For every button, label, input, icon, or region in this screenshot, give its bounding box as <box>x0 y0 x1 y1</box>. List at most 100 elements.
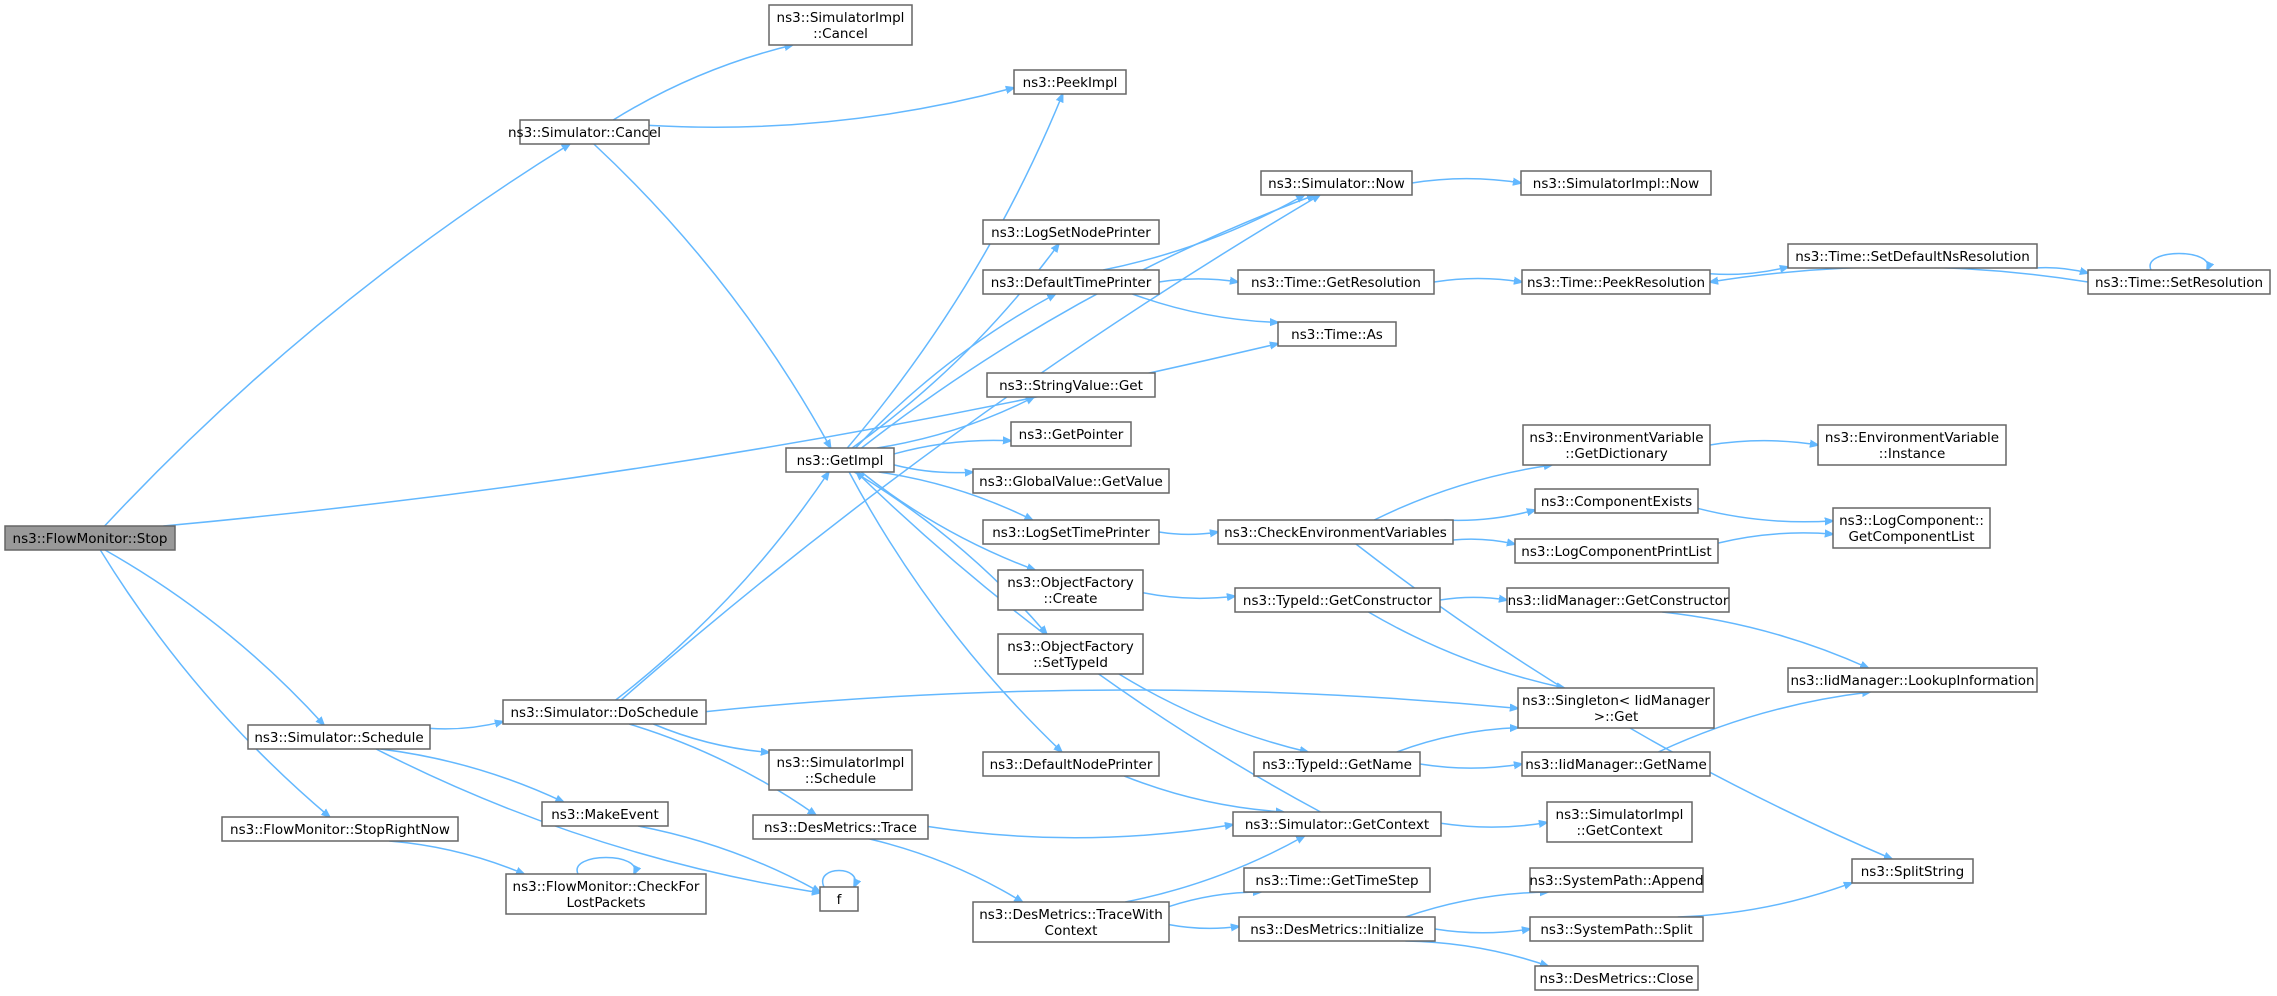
node-simimpl_schedule[interactable]: ns3::SimulatorImpl::Schedule <box>768 749 913 791</box>
node-time_setdefault[interactable]: ns3::Time::SetDefaultNsResolution <box>1787 243 2038 269</box>
edge-sim_schedule-to-makeevent <box>380 748 563 802</box>
node-stringvalue_get[interactable]: ns3::StringValue::Get <box>986 372 1156 398</box>
node-label-time_as-0: ns3::Time::As <box>1291 327 1383 343</box>
node-iidmgr_lookup[interactable]: ns3::IidManager::LookupInformation <box>1787 667 2038 693</box>
edge-stoprightnow-to-checkforlost <box>389 840 524 874</box>
node-objfactory_create[interactable]: ns3::ObjectFactory::Create <box>997 569 1144 611</box>
edge-time_setres-to-time_peekres <box>1710 266 2089 282</box>
node-box-logsettimeprinter <box>982 519 1160 545</box>
node-box-simimpl_now <box>1520 170 1712 196</box>
edge-getimpl-to-globalvalue_get <box>893 464 973 473</box>
edge-getimpl-to-stringvalue_get <box>876 397 1034 449</box>
node-simimpl_cancel[interactable]: ns3::SimulatorImpl::Cancel <box>768 4 913 46</box>
node-cancel[interactable]: ns3::Simulator::Cancel <box>508 119 661 145</box>
node-singleton_get[interactable]: ns3::Singleton< IidManager>::Get <box>1517 687 1715 729</box>
node-box-stop <box>4 525 176 551</box>
node-desmetrics_close[interactable]: ns3::DesMetrics::Close <box>1534 965 1699 991</box>
node-time_setres[interactable]: ns3::Time::SetResolution <box>2087 269 2271 295</box>
node-envvar_getdict[interactable]: ns3::EnvironmentVariable::GetDictionary <box>1522 424 1711 466</box>
node-desmetrics_init[interactable]: ns3::DesMetrics::Initialize <box>1238 916 1436 942</box>
node-box-time_as <box>1277 321 1397 347</box>
node-box-iidmgr_getname <box>1521 751 1711 777</box>
node-label-getpointer-0: ns3::GetPointer <box>1019 427 1124 443</box>
node-logsettimeprinter[interactable]: ns3::LogSetTimePrinter <box>982 519 1160 545</box>
node-objfactory_settypeid[interactable]: ns3::ObjectFactory::SetTypeId <box>997 633 1144 675</box>
edge-iidmgr_getctor-to-iidmgr_lookup <box>1662 611 1868 668</box>
node-box-checkenv <box>1217 519 1454 545</box>
node-box-simimpl_cancel <box>768 4 913 46</box>
node-systempath_append[interactable]: ns3::SystemPath::Append <box>1529 867 1704 893</box>
node-label-getimpl-0: ns3::GetImpl <box>797 453 884 469</box>
node-box-checkforlost <box>505 873 707 915</box>
node-checkenv[interactable]: ns3::CheckEnvironmentVariables <box>1217 519 1454 545</box>
node-getpointer[interactable]: ns3::GetPointer <box>1010 421 1132 447</box>
node-sim_getcontext[interactable]: ns3::Simulator::GetContext <box>1232 811 1442 837</box>
node-peekimpl[interactable]: ns3::PeekImpl <box>1013 69 1127 95</box>
node-typeid_getctor[interactable]: ns3::TypeId::GetConstructor <box>1234 587 1441 613</box>
node-lognodeprinter[interactable]: ns3::LogSetNodePrinter <box>982 219 1160 245</box>
node-box-objfactory_settypeid <box>997 633 1144 675</box>
edge-sim_now-to-simimpl_now <box>1411 179 1521 183</box>
node-label-sim_doschedule-0: ns3::Simulator::DoSchedule <box>511 705 699 721</box>
node-defaultnodeprinter[interactable]: ns3::DefaultNodePrinter <box>982 751 1160 777</box>
node-systempath_split[interactable]: ns3::SystemPath::Split <box>1529 916 1704 942</box>
edge-stop-to-sim_schedule <box>104 549 324 725</box>
node-desmetrics_trace[interactable]: ns3::DesMetrics::Trace <box>752 814 929 840</box>
edge-getimpl-to-peekimpl <box>846 94 1062 449</box>
edge-typeid_getname-to-iidmgr_getname <box>1419 764 1522 768</box>
edge-getimpl-to-defaultnodeprinter <box>848 471 1062 752</box>
node-box-systempath_split <box>1529 916 1704 942</box>
node-sim_now[interactable]: ns3::Simulator::Now <box>1260 170 1413 196</box>
node-globalvalue_get[interactable]: ns3::GlobalValue::GetValue <box>972 468 1170 494</box>
node-envvar_instance[interactable]: ns3::EnvironmentVariable::Instance <box>1817 424 2007 466</box>
node-label-time_setdefault-0: ns3::Time::SetDefaultNsResolution <box>1795 249 2030 265</box>
node-stoprightnow[interactable]: ns3::FlowMonitor::StopRightNow <box>221 816 459 842</box>
node-label-defaultnodeprinter-0: ns3::DefaultNodePrinter <box>990 757 1153 773</box>
node-label-logcomp_getlist-1: GetComponentList <box>1848 529 1974 545</box>
node-makeevent[interactable]: ns3::MakeEvent <box>541 801 669 827</box>
edge-makeevent-to-f <box>637 825 820 892</box>
node-label-singleton_get-0: ns3::Singleton< IidManager <box>1522 693 1710 709</box>
node-f[interactable]: f <box>819 886 859 912</box>
node-componentexists[interactable]: ns3::ComponentExists <box>1534 488 1699 514</box>
edge-time_peekres-to-time_setdefault <box>1709 267 1788 276</box>
edge-typeid_getname-to-singleton_get <box>1396 728 1518 753</box>
node-iidmgr_getname[interactable]: ns3::IidManager::GetName <box>1521 751 1711 777</box>
node-box-typeid_getname <box>1253 751 1421 777</box>
node-simimpl_getcontext[interactable]: ns3::SimulatorImpl::GetContext <box>1546 801 1693 843</box>
node-typeid_getname[interactable]: ns3::TypeId::GetName <box>1253 751 1421 777</box>
node-logcomp_getlist[interactable]: ns3::LogComponent::GetComponentList <box>1832 507 1991 549</box>
node-label-typeid_getname-0: ns3::TypeId::GetName <box>1262 757 1412 773</box>
node-label-stop-0: ns3::FlowMonitor::Stop <box>13 531 168 547</box>
node-box-getimpl <box>785 447 895 473</box>
node-label-lognodeprinter-0: ns3::LogSetNodePrinter <box>991 225 1151 241</box>
node-label-systempath_split-0: ns3::SystemPath::Split <box>1540 922 1692 938</box>
edge-defaulttimeprinter-to-time_as <box>1132 293 1278 322</box>
node-getimpl[interactable]: ns3::GetImpl <box>785 447 895 473</box>
edge-typeid_getctor-to-iidmgr_getctor <box>1439 597 1507 600</box>
edge-time_setres-to-time_setres <box>2149 252 2208 271</box>
node-box-sim_getcontext <box>1232 811 1442 837</box>
node-box-splitstring <box>1851 858 1974 884</box>
node-simimpl_now[interactable]: ns3::SimulatorImpl::Now <box>1520 170 1712 196</box>
node-splitstring[interactable]: ns3::SplitString <box>1851 858 1974 884</box>
node-label-checkforlost-1: LostPackets <box>566 895 645 911</box>
node-logcomponentprintlist[interactable]: ns3::LogComponentPrintList <box>1514 538 1719 564</box>
node-sim_schedule[interactable]: ns3::Simulator::Schedule <box>247 724 431 750</box>
node-stop[interactable]: ns3::FlowMonitor::Stop <box>4 525 176 551</box>
node-iidmgr_getctor[interactable]: ns3::IidManager::GetConstructor <box>1506 587 1730 613</box>
node-sim_doschedule[interactable]: ns3::Simulator::DoSchedule <box>502 699 707 725</box>
node-time_getres[interactable]: ns3::Time::GetResolution <box>1237 269 1435 295</box>
node-label-envvar_instance-0: ns3::EnvironmentVariable <box>1825 430 1999 446</box>
edge-getimpl-to-sim_now <box>861 195 1315 449</box>
node-time_peekres[interactable]: ns3::Time::PeekResolution <box>1521 269 1711 295</box>
node-time_gettimestep[interactable]: ns3::Time::GetTimeStep <box>1243 867 1431 893</box>
nodes-layer: ns3::FlowMonitor::Stop ns3::Simulator::Ca… <box>4 4 2271 991</box>
edge-logcomponentprintlist-to-logcomp_getlist <box>1717 533 1833 544</box>
node-defaulttimeprinter[interactable]: ns3::DefaultTimePrinter <box>982 269 1160 295</box>
node-time_as[interactable]: ns3::Time::As <box>1277 321 1397 347</box>
edge-sim_doschedule-to-simimpl_schedule <box>653 723 769 752</box>
node-box-makeevent <box>541 801 669 827</box>
